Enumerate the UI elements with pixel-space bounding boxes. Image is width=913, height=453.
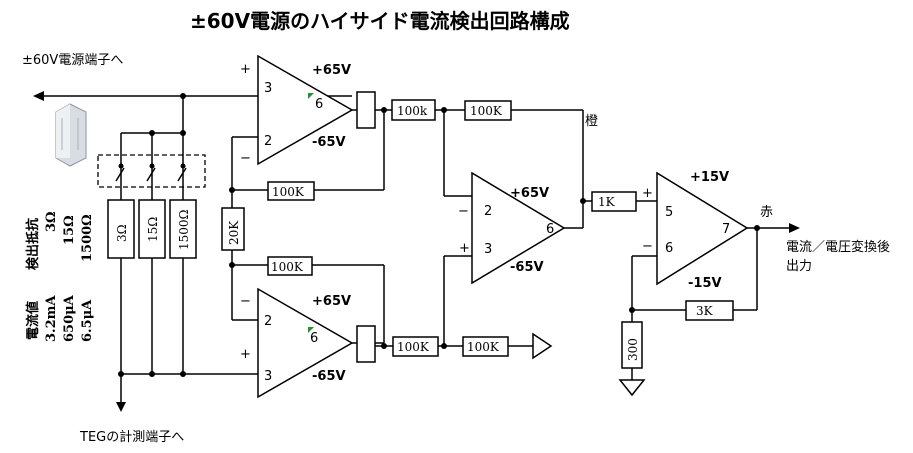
- svg-text:7: 7: [722, 222, 730, 237]
- a2-output-stage: [352, 255, 553, 363]
- opamp-a1: +65V -65V 3 2 6 + −: [240, 54, 354, 166]
- svg-text:3Ω: 3Ω: [115, 224, 129, 242]
- svg-text:100k: 100k: [397, 104, 428, 118]
- svg-text:6: 6: [310, 331, 318, 346]
- relay-switch-box: [97, 154, 206, 188]
- svg-text:300: 300: [626, 338, 640, 361]
- svg-text:+: +: [459, 241, 470, 256]
- resistor-fb1-100k: 100K: [267, 181, 315, 201]
- output-label: 電流／電圧変換後: [786, 239, 890, 255]
- a1-output-stage: [352, 91, 584, 228]
- svg-text:3: 3: [264, 81, 272, 96]
- svg-text:1K: 1K: [598, 195, 616, 209]
- svg-text:20K: 20K: [227, 220, 241, 245]
- svg-text:-65V: -65V: [312, 369, 346, 384]
- svg-text:100K: 100K: [467, 340, 500, 354]
- power-terminal-label: ±60V電源端子へ: [22, 53, 123, 68]
- opamp-a2: +65V -65V 2 3 6 − +: [240, 287, 354, 399]
- svg-text:1500Ω: 1500Ω: [177, 209, 191, 250]
- input-wiring: [229, 136, 384, 321]
- shunt-resistor-1500ohm: 1500Ω: [169, 199, 197, 259]
- svg-text:2: 2: [264, 314, 272, 329]
- svg-text:100K: 100K: [470, 104, 503, 118]
- svg-text:電流値: 電流値: [25, 301, 41, 340]
- svg-text:+: +: [642, 186, 653, 201]
- resistor-100k-b: 100K: [464, 100, 512, 121]
- opamp-a3: +65V -65V 2 3 6 − +: [458, 171, 657, 285]
- svg-text:6: 6: [665, 241, 673, 256]
- svg-text:−: −: [240, 294, 251, 309]
- shunt-resistor-15ohm: 15Ω: [138, 199, 166, 259]
- svg-text:+65V: +65V: [312, 63, 351, 78]
- shunt-resistor-3ohm: 3Ω: [107, 199, 135, 259]
- svg-text:−: −: [240, 151, 251, 166]
- output-label-2: 出力: [786, 259, 812, 274]
- svg-text:検出抵抗: 検出抵抗: [25, 218, 41, 270]
- svg-text:6: 6: [546, 222, 554, 237]
- red-wire-label: 赤: [760, 205, 773, 220]
- svg-text:-15V: -15V: [688, 276, 722, 291]
- teg-terminal-label: TEGの計測端子へ: [79, 429, 184, 445]
- svg-text:650μA: 650μA: [62, 294, 77, 342]
- svg-text:-65V: -65V: [312, 135, 346, 150]
- resistor-100k-c: 100K: [392, 336, 439, 357]
- teg-rail: [116, 258, 258, 412]
- svg-text:+: +: [240, 347, 251, 362]
- diagram-title: ±60V電源のハイサイド電流検出回路構成: [190, 9, 570, 33]
- resistor-fb2-100k: 100K: [267, 256, 313, 276]
- resistor-3k: 3K: [685, 300, 734, 321]
- resistor-100k-a: 100k: [391, 99, 436, 121]
- svg-text:−: −: [642, 239, 653, 254]
- svg-text:3: 3: [264, 369, 272, 384]
- svg-text:+15V: +15V: [690, 170, 729, 185]
- resistor-300: 300: [621, 321, 643, 369]
- side-labels: 検出抵抗 3Ω 15Ω 1500Ω 電流値 3.2mA 650μA 6.5μA: [25, 211, 95, 342]
- svg-text:15Ω: 15Ω: [62, 215, 77, 245]
- svg-text:6.5μA: 6.5μA: [80, 299, 95, 342]
- svg-text:15Ω: 15Ω: [146, 217, 160, 242]
- resistor-1k: 1K: [591, 191, 637, 212]
- relay-photo: [55, 103, 87, 167]
- svg-text:100K: 100K: [272, 185, 305, 199]
- svg-text:3.2mA: 3.2mA: [44, 295, 59, 342]
- svg-text:6: 6: [315, 97, 323, 112]
- orange-wire-label: 橙: [585, 114, 598, 129]
- svg-text:+65V: +65V: [510, 186, 549, 201]
- svg-text:2: 2: [264, 134, 272, 149]
- svg-text:1500Ω: 1500Ω: [80, 214, 95, 262]
- svg-text:5: 5: [665, 205, 673, 220]
- svg-text:+65V: +65V: [312, 294, 351, 309]
- resistor-20k: 20K: [221, 207, 245, 251]
- svg-text:+: +: [240, 62, 251, 77]
- svg-text:2: 2: [484, 204, 492, 219]
- svg-text:100K: 100K: [271, 260, 304, 274]
- svg-text:3Ω: 3Ω: [44, 211, 59, 232]
- svg-text:−: −: [458, 204, 469, 219]
- opamp-a4: +15V -15V 5 6 7 + −: [618, 170, 800, 397]
- svg-text:100K: 100K: [397, 340, 430, 354]
- svg-text:3: 3: [484, 242, 492, 257]
- svg-text:3K: 3K: [696, 304, 714, 318]
- resistor-100k-d: 100K: [462, 336, 509, 357]
- svg-text:-65V: -65V: [510, 260, 544, 275]
